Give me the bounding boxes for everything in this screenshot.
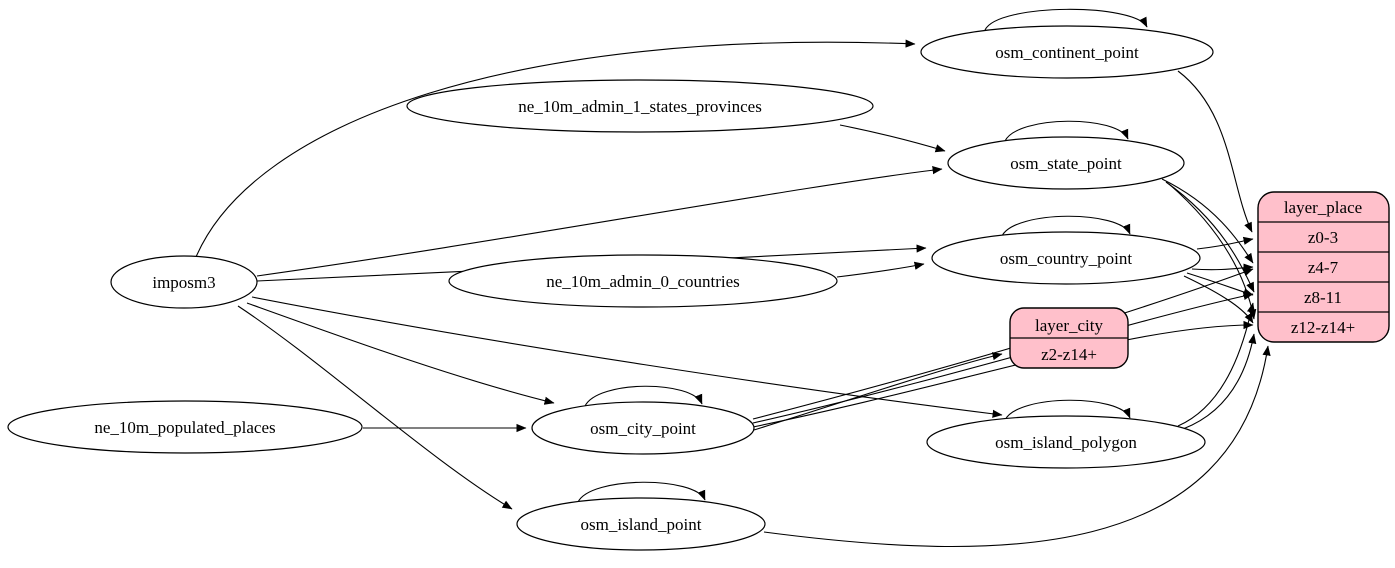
node-ne-10m-admin-1-states-provinces: ne_10m_admin_1_states_provinces xyxy=(406,79,874,133)
ne-10m-admin-1-label: ne_10m_admin_1_states_provinces xyxy=(518,97,762,116)
node-imposm3: imposm3 xyxy=(110,255,258,309)
edge-osm-island-polygon-to-layer-place-z12-z14 xyxy=(1182,333,1257,430)
edge-osm-country-point-to-layer-place-z12-z14 xyxy=(1183,275,1254,324)
imposm3-ellipse xyxy=(110,255,258,309)
edge-osm-state-point-to-layer-place-z8-11 xyxy=(1165,181,1255,293)
layer-place-row-z4-7: z4-7 xyxy=(1308,258,1339,277)
node-osm-island-point: osm_island_point xyxy=(516,497,766,551)
node-ne-10m-populated-places: ne_10m_populated_places xyxy=(7,400,363,454)
imposm3-label: imposm3 xyxy=(152,273,215,292)
osm-island-polygon-ellipse xyxy=(926,415,1206,469)
osm-island-point-ellipse xyxy=(516,497,766,551)
edge-ne-10m-admin-0-to-osm-country-point xyxy=(836,261,925,278)
osm-island-point-label: osm_island_point xyxy=(581,515,702,534)
edge-osm-city-point-to-layer-city-z2-z14 xyxy=(753,352,1003,431)
edge-imposm3-to-osm-island-polygon xyxy=(251,296,1003,418)
edge-osm-city-point-to-layer-place-z8-11 xyxy=(752,292,1254,424)
osm-state-point-label: osm_state_point xyxy=(1010,154,1122,173)
edge-osm-country-point-to-layer-place-z4-7 xyxy=(1191,263,1254,272)
edge-osm-country-point-to-layer-place-z0-3 xyxy=(1196,236,1254,250)
self-loop-osm-city-point xyxy=(584,385,703,407)
edge-osm-country-point-to-layer-place-z8-11 xyxy=(1186,272,1254,297)
node-osm-state-point: osm_state_point xyxy=(947,136,1185,190)
edge-osm-island-point-to-layer-place-z12-z14 xyxy=(763,345,1271,548)
edge-osm-continent-point-to-layer-place-z0-3 xyxy=(1177,70,1253,233)
self-loop-osm-state-point xyxy=(1004,120,1129,142)
node-osm-country-point: osm_country_point xyxy=(931,231,1201,285)
osm-country-point-ellipse xyxy=(931,231,1201,285)
ne-10m-admin-0-label: ne_10m_admin_0_countries xyxy=(546,272,740,291)
layer-place-row-z8-11: z8-11 xyxy=(1304,288,1342,307)
edge-imposm3-to-osm-state-point xyxy=(256,166,943,277)
ne-10m-admin-1-ellipse xyxy=(406,79,874,133)
layer-city-row-z2-z14: z2-z14+ xyxy=(1041,345,1097,364)
ne-10m-admin-0-ellipse xyxy=(448,254,838,308)
layer-place-box xyxy=(1257,191,1390,343)
edge-ne-10m-admin-1-to-osm-state-point xyxy=(839,124,946,153)
edge-osm-city-point-to-layer-place-z12-z14 xyxy=(752,320,1254,428)
ne-10m-populated-places-label: ne_10m_populated_places xyxy=(94,418,275,437)
edge-osm-island-polygon-to-layer-place-z8-11 xyxy=(1177,302,1255,427)
osm-continent-point-ellipse xyxy=(920,25,1214,79)
edge-osm-state-point-to-layer-place-z12-z14 xyxy=(1168,183,1257,320)
edge-imposm3-to-osm-city-point xyxy=(246,302,555,405)
ne-10m-populated-places-ellipse xyxy=(7,400,363,454)
self-loop-osm-island-point xyxy=(577,481,706,503)
osm-continent-point-label: osm_continent_point xyxy=(995,43,1139,62)
edge-osm-city-point-to-layer-place-z4-7 xyxy=(752,268,1254,420)
layer-place-title: layer_place xyxy=(1284,198,1362,217)
edge-imposm3-to-osm-continent-point xyxy=(195,39,916,258)
edge-imposm3-to-osm-island-point xyxy=(237,305,513,510)
node-layer-city: layer_city z2-z14+ xyxy=(1009,307,1129,369)
osm-city-point-ellipse xyxy=(531,401,755,455)
node-osm-city-point: osm_city_point xyxy=(531,401,755,455)
node-layer-place: layer_place z0-3 z4-7 z8-11 z12-z14+ xyxy=(1257,191,1390,343)
self-loop-osm-island-polygon xyxy=(1004,399,1131,421)
layer-place-row-z12-z14: z12-z14+ xyxy=(1291,318,1355,337)
node-osm-continent-point: osm_continent_point xyxy=(920,25,1214,79)
self-loop-osm-continent-point xyxy=(984,8,1148,31)
osm-island-polygon-label: osm_island_polygon xyxy=(995,433,1137,452)
osm-city-point-label: osm_city_point xyxy=(590,419,696,438)
edge-osm-state-point-to-layer-place-z4-7 xyxy=(1161,178,1254,264)
osm-country-point-label: osm_country_point xyxy=(1000,249,1132,268)
edge-group xyxy=(195,8,1271,548)
osm-state-point-ellipse xyxy=(947,136,1185,190)
node-osm-island-polygon: osm_island_polygon xyxy=(926,415,1206,469)
layer-place-row-z0-3: z0-3 xyxy=(1308,228,1338,247)
self-loop-osm-country-point xyxy=(1001,215,1131,237)
layer-city-title: layer_city xyxy=(1035,316,1103,335)
node-ne-10m-admin-0-countries: ne_10m_admin_0_countries xyxy=(448,254,838,308)
